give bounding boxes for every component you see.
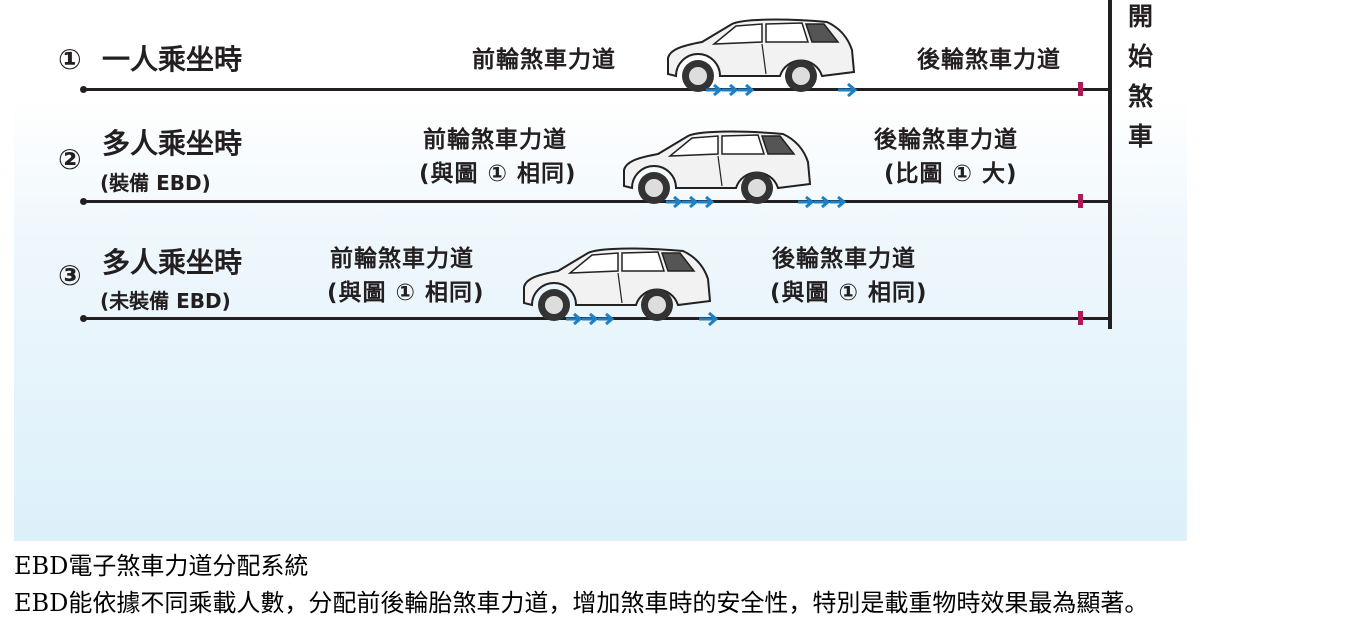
row-2-car [623,130,812,204]
row-1-title: 一人乘坐時 [102,43,243,76]
row-1-front-force-arrows [706,83,755,97]
row-3-front-force-arrows [566,312,615,326]
row-1-rear-force: 後輪煞車力道 [917,47,1061,73]
caption-title: EBD電子煞車力道分配系統 [14,552,309,580]
row-2-title: 多人乘坐時 [102,127,243,160]
row-1-rear-force-arrows [838,83,858,97]
row-1-road [84,88,1108,91]
row-2-rear-note: (比圖 ① 大) [884,161,1018,187]
row-1-car [667,18,856,92]
row-2-rear-force-arrows [798,195,847,209]
start-braking-char-1: 開 [1128,2,1154,31]
row-3-rear-force-arrows [699,312,719,326]
row-3-car [523,247,712,321]
row-2-front-force-arrows [666,195,715,209]
row-2-subtitle: (裝備 EBD) [100,171,211,195]
start-braking-line [1108,0,1112,329]
row-2-road-start [80,198,87,205]
row-2-rear-force: 後輪煞車力道 [874,127,1018,153]
row-3-rear-force: 後輪煞車力道 [772,246,916,272]
row-2-front-note: (與圖 ① 相同) [419,161,577,187]
row-2-brake-point [1078,194,1083,208]
row-2-number: ② [58,143,82,176]
row-3-brake-point [1078,311,1083,325]
row-3-front-note: (與圖 ① 相同) [327,280,485,306]
start-braking-char-3: 煞 [1128,82,1154,111]
start-braking-char-2: 始 [1128,42,1154,71]
row-3-front-force: 前輪煞車力道 [330,246,474,272]
row-3-number: ③ [58,259,82,292]
row-1-number: ① [58,43,82,76]
row-3-rear-note: (與圖 ① 相同) [770,280,928,306]
row-3-title: 多人乘坐時 [102,246,243,279]
start-braking-char-4: 車 [1128,122,1154,151]
ebd-diagram: ① 一人乘坐時 前輪煞車力道 後輪煞車力道 ② 多人乘坐時 (裝備 EBD) 前… [14,0,1187,541]
row-1-front-force: 前輪煞車力道 [472,47,616,73]
row-3-subtitle: (未裝備 EBD) [100,289,231,313]
row-1-road-start [80,86,87,93]
row-3-road-start [80,315,87,322]
caption-body: EBD能依據不同乘載人數，分配前後輪胎煞車力道，增加煞車時的安全性，特別是載重物… [14,589,1149,617]
row-2-road [84,200,1108,203]
row-2-front-force: 前輪煞車力道 [423,127,567,153]
row-1-brake-point [1078,82,1083,96]
